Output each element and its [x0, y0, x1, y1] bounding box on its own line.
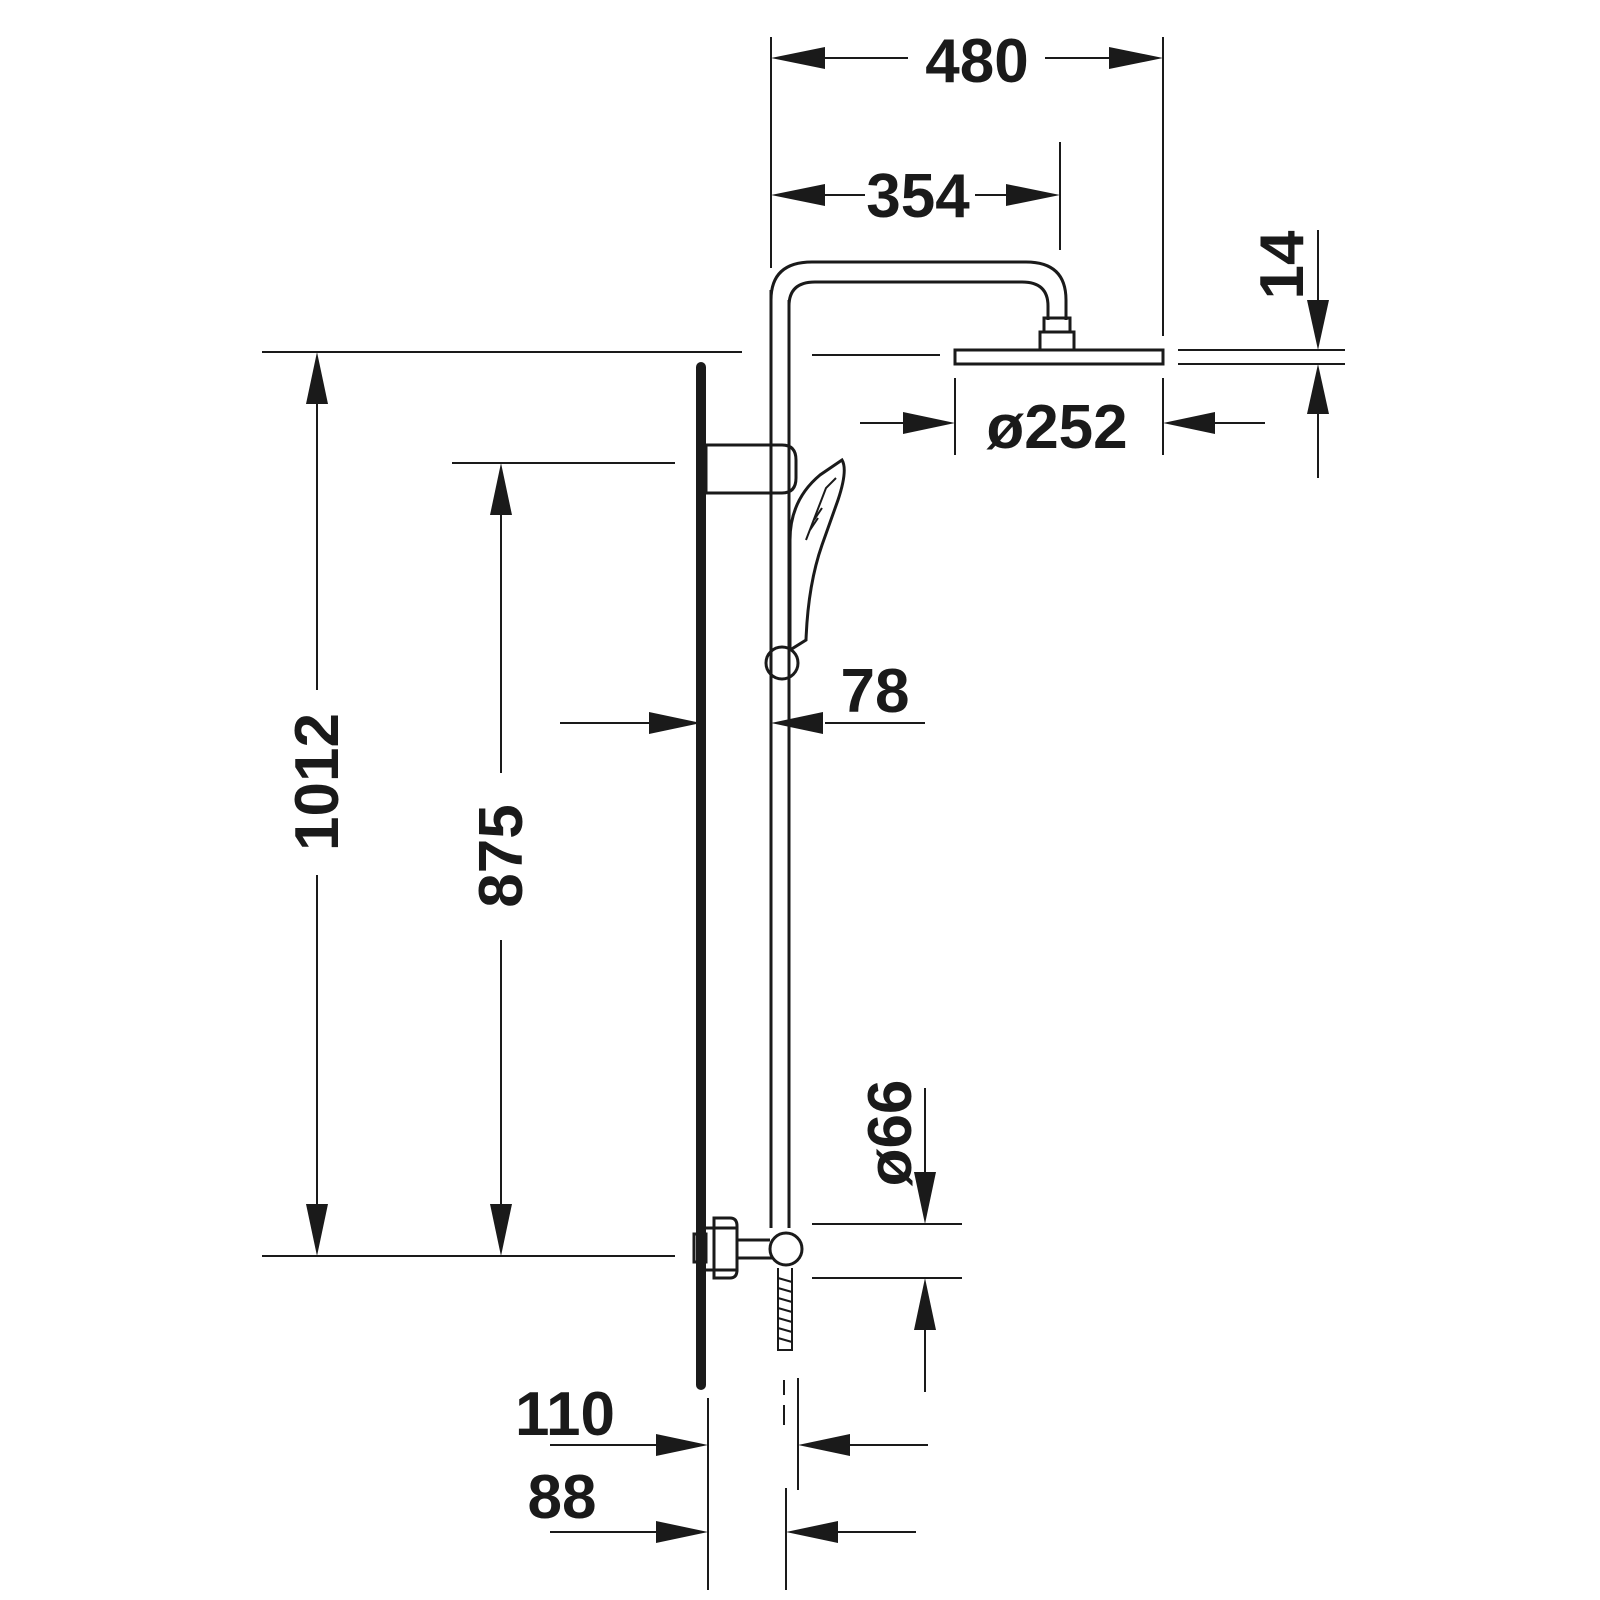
overhead-arm [769, 260, 1068, 320]
label-mixer-diameter: ø66 [856, 1080, 925, 1187]
hand-shower [788, 457, 846, 653]
dimension-lines [262, 37, 1345, 1590]
label-head-thickness: 14 [1248, 230, 1317, 299]
arrow-252-left [903, 412, 955, 434]
mixer-body [712, 1216, 739, 1280]
shower-hose-ribs [777, 1277, 793, 1343]
arrow-14-bottom [1307, 364, 1329, 414]
head-connector [1042, 316, 1072, 334]
label-overall-projection: 480 [925, 27, 1028, 96]
arrow-875-top [490, 463, 512, 515]
upper-wall-bracket [704, 443, 798, 495]
label-rail-height: 875 [467, 804, 536, 907]
arrow-14-top [1307, 300, 1329, 350]
label-rail-wall-distance: 78 [841, 657, 910, 726]
arrow-88-right [786, 1521, 838, 1543]
slider-holder [764, 645, 800, 681]
head-swivel [1038, 330, 1076, 352]
arrow-252-right [1163, 412, 1215, 434]
arrow-110-right [798, 1434, 850, 1456]
arrow-480-left [771, 47, 825, 69]
arrow-1012-top [306, 352, 328, 404]
arrow-354-right [1006, 184, 1060, 206]
arrow-78-right [771, 712, 823, 734]
hand-shower-face [805, 477, 837, 541]
arrow-875-bottom [490, 1204, 512, 1256]
arrow-354-left [771, 184, 825, 206]
dimension-labels: 480 354 14 ø252 1012 875 78 ø66 110 88 [283, 27, 1317, 1532]
shower-system-outline [692, 260, 1165, 1425]
label-mixer-projection: 110 [515, 1380, 615, 1449]
hand-shower-nozzle [809, 507, 823, 531]
diverter-knob [768, 1231, 804, 1267]
mixer-wall-flange [701, 1226, 739, 1272]
overhead-arm-inner [787, 280, 1050, 320]
arrow-88-left [656, 1521, 708, 1543]
rain-shower-head [953, 348, 1165, 366]
arrow-480-right [1109, 47, 1163, 69]
mixer-cap [692, 1232, 708, 1264]
arrow-78-left [649, 712, 701, 734]
arrow-110-left [656, 1434, 708, 1456]
arrow-66-top [914, 1172, 936, 1224]
arrow-1012-bottom [306, 1204, 328, 1256]
label-mixer-wall-distance: 88 [528, 1463, 597, 1532]
label-arm-length: 354 [866, 162, 970, 231]
arrow-66-bottom [914, 1278, 936, 1330]
label-total-height: 1012 [283, 713, 352, 851]
label-head-diameter: ø252 [986, 393, 1127, 462]
